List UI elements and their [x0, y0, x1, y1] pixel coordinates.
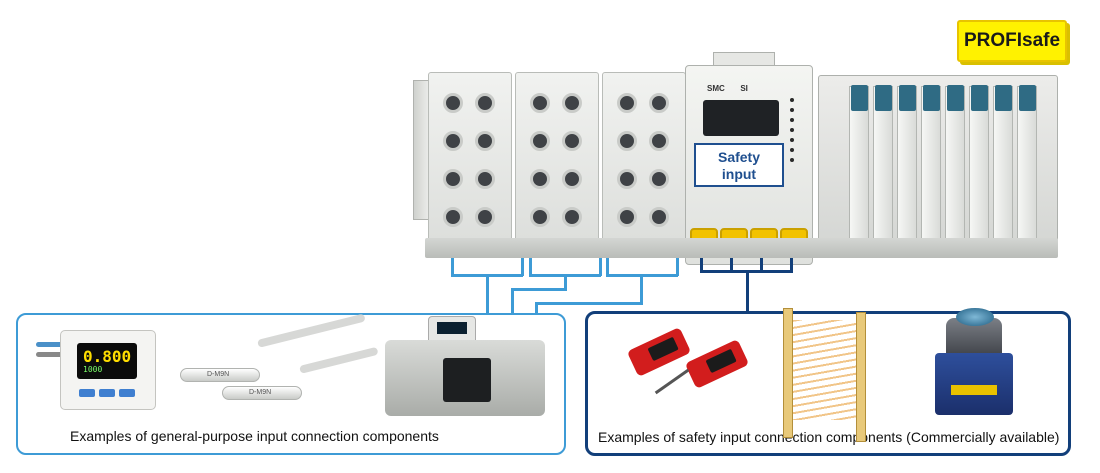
m12-connector — [475, 93, 495, 113]
general-wire — [511, 288, 567, 291]
si-status-leds — [790, 98, 810, 162]
pressure-switch-icon: 0.800 1000 — [60, 330, 156, 410]
m12-connector — [443, 207, 463, 227]
sensor-label: D-M9N — [249, 389, 272, 396]
general-wire — [535, 302, 643, 305]
safety-label-line1: Safety — [717, 149, 761, 165]
m12-connector — [530, 169, 550, 189]
solenoid-valve — [921, 85, 941, 241]
general-wire — [521, 258, 524, 276]
solenoid-valve — [1017, 85, 1037, 241]
m12-connector — [562, 131, 582, 151]
safety-wire — [790, 258, 793, 272]
m12-connector — [443, 131, 463, 151]
general-wire — [535, 302, 538, 314]
pressure-switch-cable — [36, 352, 64, 357]
general-wire — [676, 258, 679, 276]
pressure-switch-button — [99, 389, 115, 397]
flow-switch-label-panel — [443, 358, 491, 402]
safety-wire — [746, 270, 749, 312]
pressure-switch-cable — [36, 342, 64, 347]
pressure-switch-digits: 0.800 — [83, 347, 132, 366]
m12-connector — [475, 207, 495, 227]
general-wire — [451, 258, 454, 276]
flow-switch-icon — [385, 340, 545, 416]
auto-switch-icon: D-M9N — [222, 386, 302, 400]
general-wire — [486, 274, 489, 314]
m12-connector — [475, 131, 495, 151]
m12-connector — [530, 131, 550, 151]
si-brand-label: SMC SI — [707, 84, 748, 93]
m12-connector — [617, 93, 637, 113]
laser-scanner-indicator — [951, 385, 997, 395]
io-module-2 — [515, 72, 599, 248]
sensor-label: D-M9N — [207, 371, 230, 378]
light-curtain-beams — [792, 320, 856, 420]
laser-scanner-icon — [935, 353, 1013, 415]
safety-label-line2: input — [721, 166, 757, 182]
m12-connector — [443, 169, 463, 189]
general-wire — [564, 274, 567, 290]
general-wire — [599, 258, 602, 276]
general-wire — [606, 258, 609, 276]
io-module-1 — [428, 72, 512, 248]
safety-wire — [730, 258, 733, 272]
m12-connector — [530, 93, 550, 113]
pressure-switch-button — [119, 389, 135, 397]
profisafe-badge: PROFIsafe — [957, 20, 1067, 62]
general-wire — [511, 288, 514, 314]
safety-input-caption: Examples of safety input connection comp… — [598, 429, 1060, 445]
m12-connector — [617, 131, 637, 151]
si-display-panel — [703, 100, 779, 136]
manifold-base-rail — [425, 238, 1058, 258]
m12-connector — [562, 207, 582, 227]
solenoid-valve — [849, 85, 869, 241]
m12-connector — [475, 169, 495, 189]
light-curtain-icon — [783, 308, 793, 438]
solenoid-valve — [993, 85, 1013, 241]
m12-connector — [562, 93, 582, 113]
safety-wire — [760, 258, 763, 272]
light-curtain-icon — [856, 312, 866, 442]
m12-connector — [649, 169, 669, 189]
m12-connector — [530, 207, 550, 227]
m12-connector — [649, 93, 669, 113]
solenoid-valve — [945, 85, 965, 241]
m12-connector — [649, 207, 669, 227]
solenoid-valve — [969, 85, 989, 241]
general-input-caption: Examples of general-purpose input connec… — [70, 428, 439, 444]
m12-connector — [649, 131, 669, 151]
general-wire — [640, 274, 643, 304]
safety-input-label: Safety input — [694, 143, 784, 187]
laser-scanner-window — [956, 308, 994, 326]
m12-connector — [443, 93, 463, 113]
io-module-3 — [602, 72, 686, 248]
pressure-switch-button — [79, 389, 95, 397]
m12-connector — [617, 169, 637, 189]
valve-manifold — [818, 75, 1058, 250]
pressure-switch-display: 0.800 1000 — [77, 343, 137, 379]
solenoid-valve — [873, 85, 893, 241]
m12-connector — [617, 207, 637, 227]
auto-switch-icon: D-M9N — [180, 368, 260, 382]
safety-wire — [700, 258, 703, 272]
pressure-switch-subvalue: 1000 — [83, 365, 103, 374]
m12-connector — [562, 169, 582, 189]
profisafe-label: PROFIsafe — [963, 30, 1061, 51]
solenoid-valve — [897, 85, 917, 241]
general-wire — [529, 258, 532, 276]
